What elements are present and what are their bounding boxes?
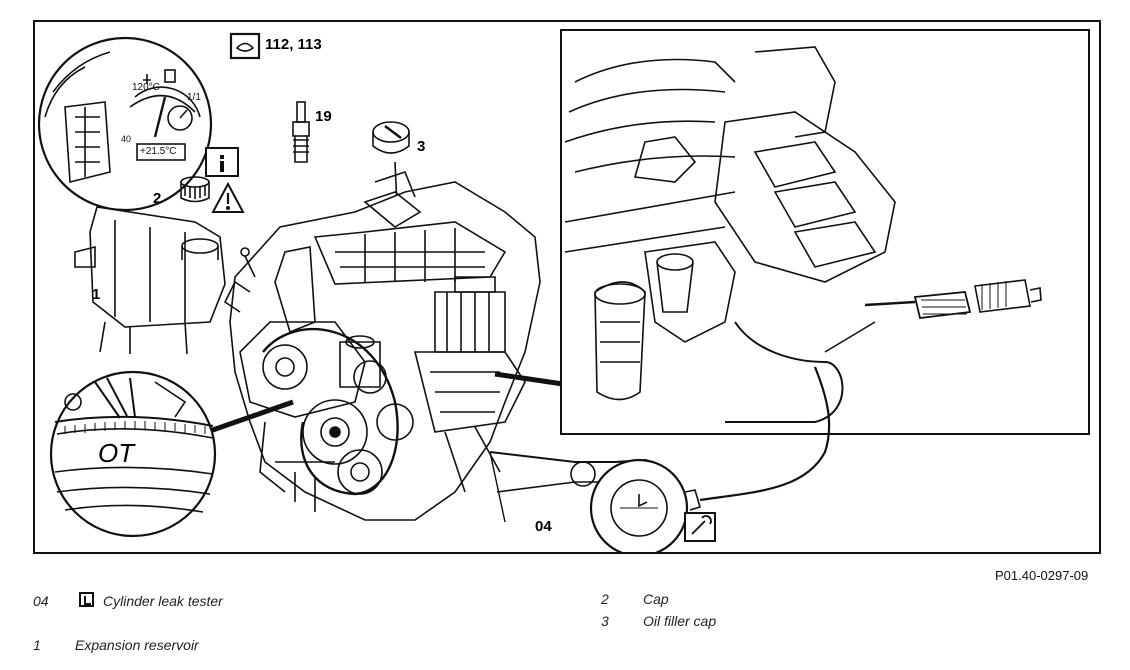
tdc-mark-detail bbox=[49, 370, 217, 538]
cap-part bbox=[180, 176, 210, 203]
legend-label-oil-filler-cap: Oil filler cap bbox=[643, 613, 717, 629]
warning-icon bbox=[211, 181, 245, 213]
legend-code-1: 1 bbox=[33, 637, 41, 653]
gauge-temp-low: 40 bbox=[121, 134, 132, 144]
legend-label-cap: Cap bbox=[643, 591, 669, 607]
legend-code-3: 3 bbox=[601, 613, 609, 629]
special-tool-icon bbox=[684, 512, 716, 542]
figure-reference-number: P01.40-0297-09 bbox=[995, 568, 1089, 583]
gauge-outside-temp: +21.5°C bbox=[140, 146, 177, 157]
spec-reference-icon bbox=[229, 32, 261, 60]
spark-plug-well-detail bbox=[560, 29, 1090, 435]
callout-cap: 2 bbox=[153, 190, 162, 207]
special-tool-icon-legend bbox=[79, 592, 94, 607]
callout-spark-plug: 19 bbox=[315, 108, 332, 125]
legend-code-2: 2 bbox=[601, 591, 609, 607]
gauge-fuel-full: 1/1 bbox=[187, 92, 201, 103]
instrument-cluster-detail bbox=[37, 36, 213, 212]
callout-expansion-reservoir: 1 bbox=[92, 286, 101, 303]
spec-reference-label: 112, 113 bbox=[265, 36, 322, 53]
gauge-temp-high: 120°C bbox=[132, 82, 160, 93]
callout-leak-tester: 04 bbox=[535, 518, 552, 535]
spark-plug bbox=[292, 101, 310, 163]
engine-block bbox=[223, 171, 541, 521]
expansion-reservoir bbox=[74, 206, 226, 355]
info-icon bbox=[205, 147, 239, 177]
legend-label-expansion-reservoir: Expansion reservoir bbox=[75, 637, 199, 653]
legend-code-04: 04 bbox=[33, 593, 49, 609]
diagram-frame: 120°C 40 +21.5°C 1/1 112, 113 19 3 2 1 0… bbox=[33, 20, 1101, 554]
tdc-mark-label: OT bbox=[98, 438, 135, 468]
legend-label-leak-tester: Cylinder leak tester bbox=[103, 593, 223, 609]
engine-illustration bbox=[37, 29, 1090, 552]
callout-oil-filler-cap: 3 bbox=[417, 138, 426, 155]
cylinder-leak-tester bbox=[489, 366, 831, 552]
